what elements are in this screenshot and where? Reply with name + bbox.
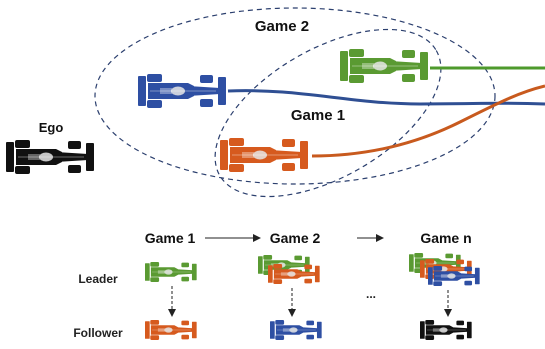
orange-car-icon bbox=[220, 138, 309, 172]
leader-label: Leader bbox=[78, 272, 118, 286]
blue-trajectory bbox=[227, 89, 545, 106]
game2-label: Game 2 bbox=[255, 18, 309, 35]
seq-game2-label: Game 2 bbox=[270, 230, 321, 246]
game1-label: Game 1 bbox=[291, 107, 345, 124]
blue-car-icon bbox=[138, 74, 227, 108]
game2-ellipse bbox=[94, 7, 496, 185]
gn-follower-black-car-icon bbox=[420, 320, 472, 340]
orange-trajectory bbox=[311, 84, 545, 158]
ego-label: Ego bbox=[39, 120, 64, 135]
ego-car-icon bbox=[6, 140, 95, 174]
g1-follower-orange-car-icon bbox=[145, 320, 197, 340]
g1-leader-green-car-icon bbox=[145, 262, 197, 282]
ellipsis-label: ... bbox=[366, 287, 376, 301]
follower-label: Follower bbox=[73, 326, 123, 340]
game1-ellipse bbox=[214, 28, 442, 198]
seq-gamen-label: Game n bbox=[420, 230, 471, 246]
green-car-icon bbox=[340, 49, 429, 83]
seq-game1-label: Game 1 bbox=[145, 230, 196, 246]
g2-follower-blue-car-icon bbox=[270, 320, 322, 340]
